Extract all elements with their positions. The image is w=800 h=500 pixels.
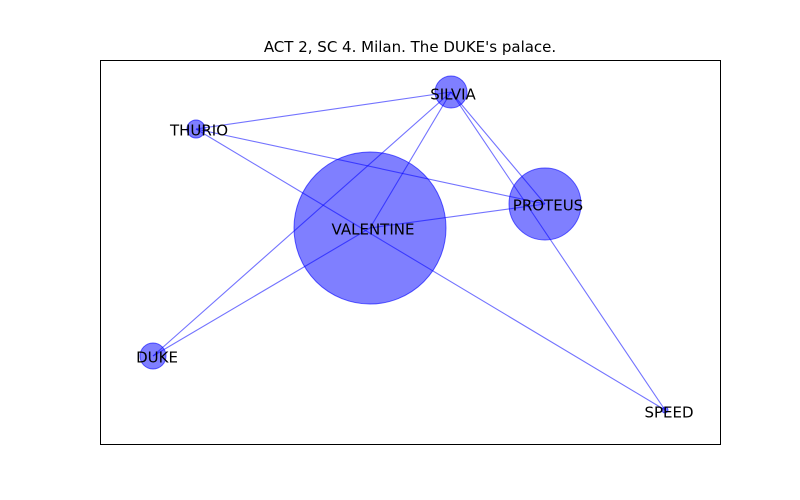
node-label-speed: SPEED (644, 404, 693, 422)
edge-silvia-speed (450, 91, 666, 411)
node-proteus (508, 167, 582, 241)
node-label-duke: DUKE (136, 349, 178, 367)
node-silvia (434, 75, 468, 109)
plot-frame (100, 60, 721, 445)
nodes-layer (139, 75, 669, 414)
node-duke (139, 342, 167, 370)
node-speed (661, 406, 669, 414)
figure-title: ACT 2, SC 4. Milan. The DUKE's palace. (264, 38, 556, 56)
node-thurio (186, 119, 206, 139)
node-label-thurio: THURIO (169, 122, 228, 140)
node-label-valentine: VALENTINE (332, 221, 415, 239)
node-label-proteus: PROTEUS (513, 197, 583, 215)
node-label-silvia: SILVIA (430, 86, 476, 104)
labels-layer: VALENTINE PROTEUS SILVIA DUKE THURIO SPEED (136, 86, 693, 422)
edge-thurio-silvia (195, 91, 452, 130)
node-valentine (293, 151, 447, 305)
